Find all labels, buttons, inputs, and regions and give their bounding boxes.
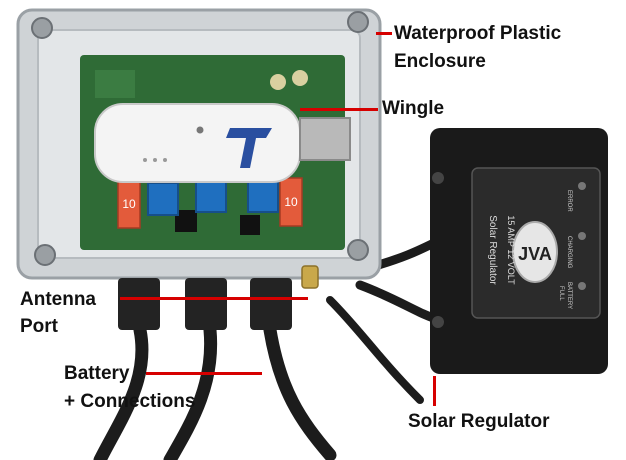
led-battery-full-icon — [578, 282, 586, 290]
screw — [34, 244, 56, 266]
fuse-right: 10 — [279, 177, 303, 227]
antenna-port — [301, 265, 319, 289]
led-battery-full-label-1: BATTERY — [566, 282, 572, 309]
fuse-left: 10 — [117, 179, 141, 229]
cable-glands — [118, 278, 292, 330]
led-error-label: ERROR — [566, 190, 572, 212]
fuse-left-label: 10 — [122, 197, 136, 211]
led-charging-icon — [578, 232, 586, 240]
screw — [432, 316, 444, 328]
screw — [347, 11, 369, 33]
leader-solar-regulator — [433, 376, 436, 406]
screw — [347, 239, 369, 261]
label-enclosure-line2: Enclosure — [394, 51, 486, 72]
wingle-device — [94, 103, 351, 183]
regulator-brand: JVA — [518, 244, 552, 264]
led-charging-label: CHARGING — [566, 236, 572, 269]
leader-battery — [146, 372, 262, 375]
screw — [31, 17, 53, 39]
terminal-blocks — [147, 179, 279, 216]
screw — [432, 172, 444, 184]
label-solar-regulator: Solar Regulator — [408, 411, 550, 432]
leader-antenna — [120, 297, 308, 300]
label-battery-line1: Battery — [64, 363, 130, 384]
led-battery-full-label-2: FULL — [558, 286, 564, 301]
regulator-product-name: Solar Regulator — [487, 215, 498, 285]
regulator-rating: 15 AMP 12 VOLT — [506, 215, 516, 285]
label-wingle: Wingle — [382, 98, 445, 119]
leader-wingle — [300, 108, 378, 111]
label-antenna-line2: Port — [20, 316, 58, 337]
led-error-icon — [578, 182, 586, 190]
telstra-logo-icon — [226, 128, 272, 168]
label-antenna-line1: Antenna — [20, 289, 96, 310]
fuse-right-label: 10 — [284, 195, 298, 209]
leader-enclosure — [376, 32, 392, 35]
solar-regulator-device: JVA 15 AMP 12 VOLT Solar Regulator ERROR… — [430, 128, 608, 374]
label-battery-line2: + Connections — [64, 391, 196, 412]
label-enclosure-line1: Waterproof Plastic — [394, 23, 562, 44]
